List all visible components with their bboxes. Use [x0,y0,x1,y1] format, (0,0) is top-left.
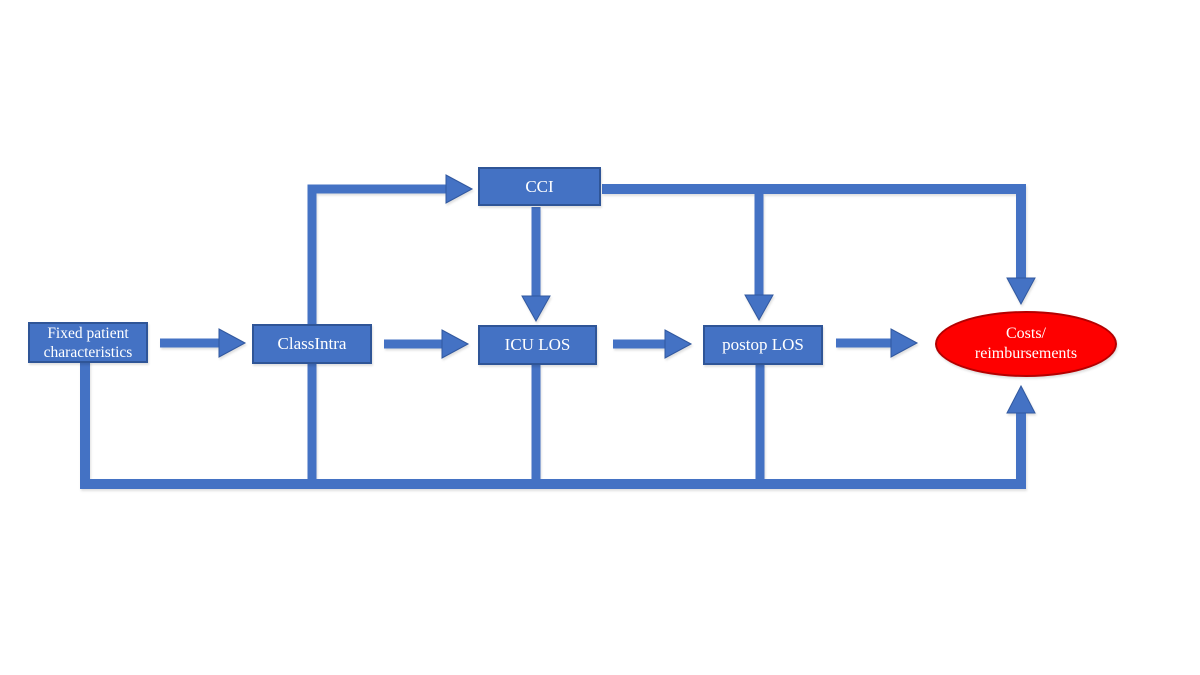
node-icu-los: ICU LOS [478,325,597,365]
node-costs-reimbursements: Costs/ reimbursements [935,311,1117,377]
arrowhead-right-icon [218,328,247,358]
arrowhead-right-icon [664,329,693,359]
node-label: Fixed patient [47,324,129,342]
node-label: CCI [525,176,554,196]
node-label: postop LOS [722,335,804,354]
edge-cci-to-icu [521,207,551,323]
arrowhead-right-icon [445,174,474,204]
edge-classintra-to-icu [384,329,470,359]
edge-bottom-feedback-loop [80,361,1036,489]
node-label: reimbursements [974,345,1078,362]
node-label: Costs/ [1005,325,1046,342]
node-classintra: ClassIntra [252,324,372,364]
edge-postop-to-costs [836,328,919,358]
node-postop-los: postop LOS [703,325,823,365]
arrowhead-up-icon [1006,384,1036,414]
node-label: ClassIntra [277,334,347,353]
edge-classintra-to-cci [307,174,474,326]
node-cci: CCI [478,167,601,206]
arrowhead-down-icon [521,295,551,323]
arrowhead-right-icon [441,329,470,359]
arrowhead-down-icon [1006,277,1036,306]
edge-cci-to-postop [744,193,774,322]
arrowhead-down-icon [744,294,774,322]
edge-cci-to-costs [602,184,1036,306]
edge-icu-to-postop [613,329,693,359]
arrowhead-right-icon [890,328,919,358]
node-label: characteristics [43,343,133,361]
node-fixed-patient-characteristics: Fixed patient characteristics [28,322,148,363]
node-label: ICU LOS [504,335,571,354]
edge-fixed-to-classintra [160,328,247,358]
